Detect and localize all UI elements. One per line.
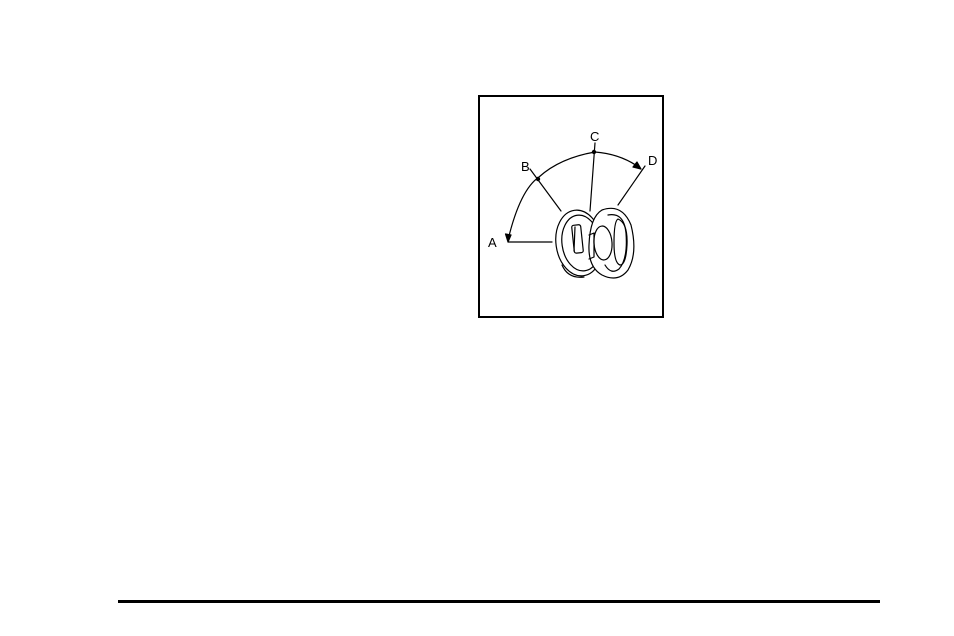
callout-c: C	[590, 129, 599, 144]
leader-line-d	[618, 166, 645, 205]
ignition-positions-figure: A B C D	[478, 95, 664, 318]
tick-c	[592, 150, 595, 153]
ignition-switch-diagram: A B C D	[478, 95, 664, 318]
key-head	[589, 208, 634, 278]
leader-line-b	[530, 169, 561, 211]
callout-a: A	[488, 235, 497, 250]
callout-b: B	[521, 159, 530, 174]
arrowhead-d	[633, 162, 641, 169]
callout-d: D	[648, 153, 657, 168]
arrowhead-a	[506, 234, 512, 242]
footer-rule	[118, 600, 880, 603]
tick-b	[536, 177, 539, 180]
